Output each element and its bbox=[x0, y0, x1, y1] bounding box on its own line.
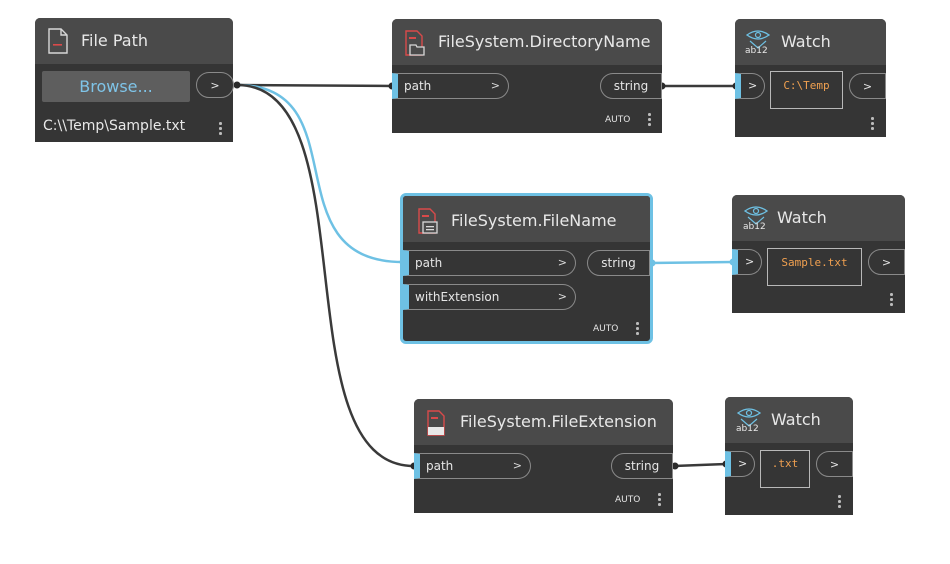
run-mode-label: AUTO bbox=[593, 324, 619, 334]
watch-output-port[interactable]: > bbox=[868, 249, 905, 275]
string-output-port[interactable]: string bbox=[587, 250, 650, 276]
node-title: Watch bbox=[777, 208, 827, 227]
node-menu-icon[interactable] bbox=[871, 117, 875, 132]
port-chevron: > bbox=[829, 458, 840, 471]
path-input-port[interactable]: path > bbox=[403, 250, 576, 276]
node-menu-icon[interactable] bbox=[219, 122, 223, 137]
path-input-port[interactable]: path > bbox=[414, 453, 531, 479]
port-chevron: > bbox=[557, 290, 567, 303]
output-chevron: > bbox=[210, 79, 220, 92]
port-chevron: > bbox=[557, 256, 567, 269]
node-header[interactable] bbox=[403, 196, 650, 242]
watch-input-port[interactable]: > bbox=[732, 249, 762, 275]
watch-icon-label: ab12 bbox=[736, 424, 759, 434]
watch-icon bbox=[746, 30, 770, 49]
watch-icon-label: ab12 bbox=[745, 46, 768, 56]
node-title: Watch bbox=[781, 32, 831, 51]
file-extension-icon bbox=[427, 410, 445, 436]
path-input-port[interactable]: path > bbox=[392, 73, 509, 99]
node-menu-icon[interactable] bbox=[648, 113, 652, 128]
file-path-output-port[interactable]: > bbox=[196, 72, 234, 98]
string-output-port[interactable]: string bbox=[600, 73, 662, 99]
port-chevron: > bbox=[862, 80, 873, 93]
port-chevron: > bbox=[738, 457, 748, 470]
wire-filepath-to-filename[interactable] bbox=[236, 83, 404, 264]
node-menu-icon[interactable] bbox=[658, 493, 662, 508]
node-menu-icon[interactable] bbox=[838, 495, 842, 510]
node-title: File Path bbox=[81, 31, 149, 50]
wire-endpoint-dot bbox=[233, 81, 241, 89]
node-header[interactable] bbox=[392, 19, 662, 65]
port-label: path bbox=[415, 256, 443, 270]
watch-value: Sample.txt bbox=[781, 256, 848, 269]
watch-icon bbox=[744, 206, 768, 225]
port-label: string bbox=[624, 459, 660, 473]
node-title: Watch bbox=[771, 410, 821, 429]
node-title: FileSystem.FileName bbox=[451, 211, 617, 230]
watch-value: .txt bbox=[771, 457, 799, 470]
port-chevron: > bbox=[745, 255, 755, 268]
node-title: FileSystem.FileExtension bbox=[460, 412, 657, 431]
watch-node-filename[interactable]: ab12 Watch > Sample.txt > bbox=[732, 195, 905, 313]
wire-filepath-to-fileextension[interactable] bbox=[236, 83, 415, 468]
watch-output-port[interactable]: > bbox=[849, 73, 886, 99]
file-path-value: C:\\Temp\Sample.txt bbox=[43, 118, 186, 134]
node-header[interactable] bbox=[35, 18, 233, 64]
watch-input-port[interactable]: > bbox=[725, 451, 755, 477]
watch-value: C:\Temp bbox=[783, 79, 830, 92]
run-mode-label: AUTO bbox=[605, 115, 631, 125]
document-icon bbox=[48, 28, 68, 54]
node-header[interactable] bbox=[414, 399, 673, 445]
watch-node-directory[interactable]: ab12 Watch > C:\Temp > bbox=[735, 19, 886, 137]
wire-filepath-to-directoryname[interactable] bbox=[236, 83, 393, 88]
watch-node-extension[interactable]: ab12 Watch > .txt > bbox=[725, 397, 853, 515]
string-output-port[interactable]: string bbox=[611, 453, 673, 479]
browse-button[interactable]: Browse... bbox=[42, 71, 190, 102]
node-menu-icon[interactable] bbox=[890, 293, 894, 308]
with-extension-input-port[interactable]: withExtension > bbox=[403, 284, 576, 310]
node-header[interactable] bbox=[725, 397, 853, 443]
watch-value-box: .txt bbox=[760, 450, 810, 488]
run-mode-label: AUTO bbox=[615, 495, 641, 505]
port-label: string bbox=[613, 79, 649, 93]
port-chevron: > bbox=[490, 79, 500, 92]
watch-output-port[interactable]: > bbox=[816, 451, 853, 477]
port-label: path bbox=[404, 79, 432, 93]
file-extension-node[interactable]: FileSystem.FileExtension path > string A… bbox=[414, 399, 673, 513]
watch-value-box: Sample.txt bbox=[767, 248, 862, 286]
directory-name-node[interactable]: FileSystem.DirectoryName path > string A… bbox=[392, 19, 662, 133]
wire-fileextension-to-watch[interactable] bbox=[673, 462, 727, 468]
watch-input-port[interactable]: > bbox=[735, 73, 765, 99]
node-header[interactable] bbox=[735, 19, 886, 65]
file-doc-icon bbox=[418, 208, 438, 234]
port-label: string bbox=[601, 256, 636, 270]
node-title: FileSystem.DirectoryName bbox=[438, 32, 651, 51]
node-menu-icon[interactable] bbox=[636, 322, 640, 337]
watch-value-box: C:\Temp bbox=[770, 71, 843, 109]
port-label: path bbox=[426, 459, 454, 473]
node-header[interactable] bbox=[732, 195, 905, 241]
file-name-node[interactable]: FileSystem.FileName path > withExtension… bbox=[400, 193, 653, 344]
watch-icon bbox=[737, 408, 761, 427]
port-chevron: > bbox=[512, 459, 522, 472]
port-chevron: > bbox=[881, 256, 892, 269]
file-folder-icon bbox=[405, 30, 425, 56]
wire-filename-to-watch[interactable] bbox=[649, 260, 734, 265]
port-chevron: > bbox=[748, 79, 758, 92]
wire-endpoint-dot bbox=[671, 462, 679, 470]
port-label: withExtension bbox=[415, 290, 500, 304]
file-path-node[interactable]: File Path Browse... > C:\\Temp\Sample.tx… bbox=[35, 18, 234, 142]
watch-icon-label: ab12 bbox=[743, 222, 766, 232]
